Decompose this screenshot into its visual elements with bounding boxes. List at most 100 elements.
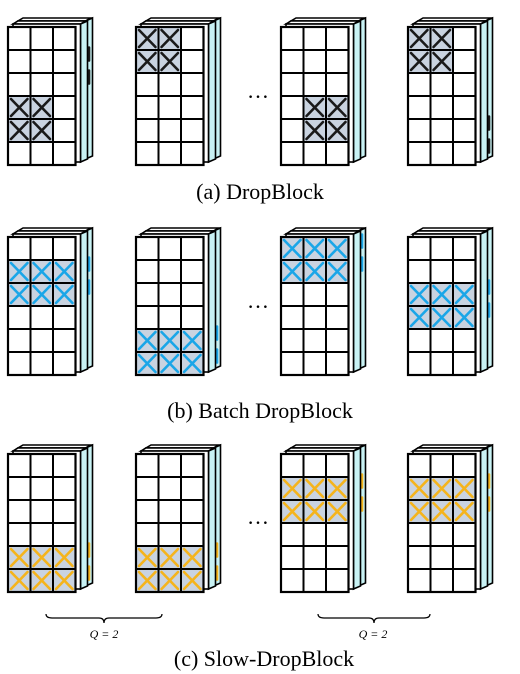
drop-mark-x: [160, 547, 180, 568]
feature-map-1-2: [279, 226, 367, 377]
front-outline: [6, 25, 77, 167]
drop-mark-x: [182, 330, 202, 351]
drop-mark-x: [160, 353, 180, 374]
feature-map-1-3: [406, 226, 494, 377]
ellipsis-row-a: …: [247, 78, 269, 103]
group-label-q-right: Q = 2: [359, 627, 388, 641]
drop-mark-x: [9, 120, 29, 141]
drop-mark-x: [9, 261, 29, 282]
drop-mark-x: [432, 501, 452, 522]
drop-mark-x: [409, 284, 429, 305]
drop-mark-x: [305, 261, 325, 282]
drop-mark-x: [54, 284, 74, 305]
drop-mark-x: [282, 501, 302, 522]
front-outline: [279, 25, 350, 167]
drop-mark-x: [305, 501, 325, 522]
drop-mark-x: [9, 547, 29, 568]
slice-side-face: [207, 446, 217, 591]
drop-mark-x: [137, 51, 157, 72]
front-outline: [134, 25, 205, 167]
drop-mark-x: [137, 330, 157, 351]
drop-mark-x: [9, 570, 29, 591]
front-outline: [6, 235, 77, 377]
slice-side-face: [207, 19, 217, 164]
caption-batch-dropblock: (b) Batch DropBlock: [167, 398, 353, 423]
drop-mark-x: [182, 570, 202, 591]
drop-mark-x: [160, 51, 180, 72]
slice-side-face: [79, 19, 89, 164]
drop-mark-x: [409, 501, 429, 522]
drop-mark-x: [282, 261, 302, 282]
drop-mark-x: [454, 478, 474, 499]
drop-mark-x: [454, 501, 474, 522]
drop-mark-x: [305, 120, 325, 141]
drop-mark-x: [182, 547, 202, 568]
drop-mark-x: [305, 478, 325, 499]
drop-mark-x: [282, 238, 302, 259]
drop-mark-x: [432, 28, 452, 49]
feature-map-2-0: [6, 443, 94, 594]
drop-mark-x: [282, 478, 302, 499]
slice-side-face: [352, 446, 362, 591]
feature-map-2-3: [406, 443, 494, 594]
feature-map-0-0: [6, 16, 94, 167]
drop-mark-x: [137, 547, 157, 568]
drop-mark-x: [54, 547, 74, 568]
ellipsis-row-c: …: [247, 504, 269, 529]
drop-mark-x: [137, 353, 157, 374]
text-layer: (a) DropBlock (b) Batch DropBlock (c) Sl…: [90, 78, 388, 671]
drop-mark-x: [54, 570, 74, 591]
drop-mark-x: [454, 284, 474, 305]
front-outline: [406, 452, 477, 594]
front-outline: [279, 235, 350, 377]
feature-map-1-0: [6, 226, 94, 377]
slice-side-face: [79, 446, 89, 591]
slice-side-face: [352, 229, 362, 374]
drop-mark-x: [32, 97, 52, 118]
drop-mark-x: [9, 97, 29, 118]
drop-mark-x: [137, 570, 157, 591]
slice-side-face: [479, 446, 489, 591]
feature-map-2-2: [279, 443, 367, 594]
drop-mark-x: [182, 353, 202, 374]
drop-mark-x: [32, 284, 52, 305]
drop-mark-x: [32, 547, 52, 568]
drop-mark-x: [432, 284, 452, 305]
front-outline: [6, 452, 77, 594]
drop-mark-x: [409, 478, 429, 499]
slice-side-face: [479, 229, 489, 374]
drop-mark-x: [432, 307, 452, 328]
drop-mark-x: [160, 570, 180, 591]
drop-mark-x: [327, 478, 347, 499]
drop-mark-x: [9, 284, 29, 305]
feature-map-0-2: [279, 16, 367, 167]
ellipsis-row-b: …: [247, 288, 269, 313]
drop-mark-x: [32, 120, 52, 141]
drop-mark-x: [327, 238, 347, 259]
drop-mark-x: [409, 28, 429, 49]
caption-slow-dropblock: (c) Slow-DropBlock: [174, 646, 354, 671]
front-outline: [134, 235, 205, 377]
drop-mark-x: [327, 120, 347, 141]
drop-mark-x: [54, 261, 74, 282]
drop-mark-x: [432, 478, 452, 499]
feature-map-0-3: [406, 16, 494, 167]
feature-map-2-1: [134, 443, 222, 594]
feature-map-1-1: [134, 226, 222, 377]
front-outline: [134, 452, 205, 594]
drop-mark-x: [409, 307, 429, 328]
group-brace-right: [317, 613, 431, 624]
slice-side-face: [479, 19, 489, 164]
slice-side-face: [207, 229, 217, 374]
drop-mark-x: [32, 261, 52, 282]
drop-mark-x: [305, 238, 325, 259]
caption-dropblock: (a) DropBlock: [196, 179, 324, 204]
drop-mark-x: [454, 307, 474, 328]
drop-mark-x: [160, 28, 180, 49]
group-brace-left: [45, 613, 163, 624]
drop-mark-x: [160, 330, 180, 351]
slice-side-face: [352, 19, 362, 164]
drop-mark-x: [137, 28, 157, 49]
drop-mark-x: [305, 97, 325, 118]
